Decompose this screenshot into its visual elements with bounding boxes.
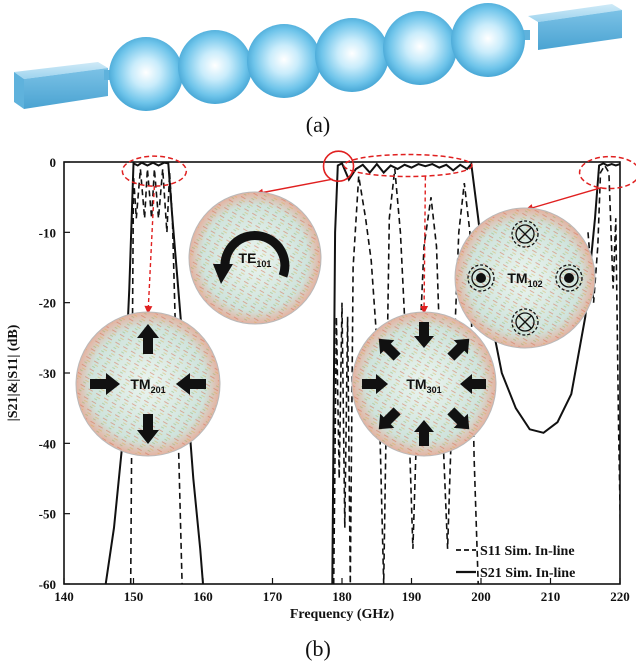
field-direction-arrow — [414, 420, 434, 446]
caption-b: (b) — [305, 636, 331, 661]
callout-arrowhead — [144, 305, 153, 314]
y-tick-label: -50 — [39, 507, 56, 522]
callout-arrow — [254, 178, 333, 195]
field-direction-arrow — [378, 338, 401, 361]
x-tick-label: 140 — [54, 589, 74, 604]
y-axis-label: |S21|&|S11| (dB) — [6, 324, 21, 421]
mode-label: TM102 — [507, 270, 542, 289]
mode-label: TE101 — [239, 250, 272, 269]
field-node-circle — [471, 268, 491, 288]
field-vectors — [190, 193, 320, 323]
field-direction-arrow — [137, 414, 159, 444]
field-direction-arrow — [137, 324, 159, 354]
field-direction-arrow — [176, 373, 206, 395]
x-tick-label: 190 — [402, 589, 422, 604]
x-tick-label: 220 — [610, 589, 630, 604]
passband-highlight-ellipse — [121, 155, 188, 187]
field-pattern-inset: TM102 — [454, 186, 602, 349]
s-parameter-chart: 140 150 160 170 180 190 200 210 220 0 -10 -20 -30 -40… — [6, 150, 636, 622]
field-into-page-cross — [518, 315, 532, 329]
x-tick-label: 200 — [471, 589, 491, 604]
legend-label: S21 Sim. In-line — [480, 566, 575, 581]
y-tick-label: -60 — [39, 577, 56, 592]
y-tick-label: -10 — [39, 225, 56, 240]
field-direction-arrow — [447, 338, 470, 361]
spurious-mode-circle — [322, 150, 355, 183]
x-tick-label: 210 — [541, 589, 561, 604]
passband-highlight-ellipse — [343, 153, 473, 178]
circulating-field-arrowhead — [213, 264, 233, 284]
y-tick-label: -20 — [39, 296, 56, 311]
field-out-of-page-dot — [476, 273, 486, 283]
x-tick-label: 170 — [263, 589, 283, 604]
x-tick-label: 180 — [332, 589, 352, 604]
callout-arrow — [524, 186, 602, 211]
x-tick-label: 160 — [193, 589, 213, 604]
mode-label: TM201 — [130, 376, 165, 395]
field-direction-arrow — [447, 407, 470, 430]
field-pattern-inset: TM201 — [75, 186, 221, 457]
y-tick-label: -30 — [39, 366, 56, 381]
field-node-circle — [515, 224, 535, 244]
legend-entry: S11 Sim. In-line — [456, 544, 575, 559]
field-out-of-page-dot — [564, 273, 574, 283]
callout-arrowhead — [420, 305, 429, 314]
caption-a: (a) — [305, 112, 331, 137]
field-direction-arrow — [90, 373, 120, 395]
field-node-circle — [559, 268, 579, 288]
mode-label: TM301 — [406, 376, 441, 395]
field-direction-arrow — [414, 322, 434, 348]
filter-3d-model — [14, 3, 622, 111]
circulating-field-arrow — [220, 231, 290, 278]
field-pattern-inset: TM301 — [351, 176, 497, 457]
field-node-ring — [511, 220, 539, 248]
y-tick-label: 0 — [50, 155, 57, 170]
field-into-page-cross — [518, 227, 532, 241]
right-waveguide — [528, 4, 622, 50]
field-direction-arrow — [460, 374, 486, 394]
callout-arrow — [423, 176, 427, 315]
legend-entry: S21 Sim. In-line — [456, 566, 575, 581]
y-tick-label: -40 — [39, 436, 56, 451]
spherical-cavities — [104, 3, 530, 111]
passband-highlight-ellipse — [578, 155, 636, 190]
field-node-ring — [467, 264, 495, 292]
legend-label: S11 Sim. In-line — [480, 544, 575, 559]
field-vectors — [456, 209, 594, 347]
field-node-ring — [555, 264, 583, 292]
field-direction-arrow — [378, 407, 401, 430]
left-waveguide — [14, 62, 108, 109]
field-node-circle — [515, 312, 535, 332]
x-axis-label: Frequency (GHz) — [290, 607, 395, 622]
callout-arrow — [147, 186, 156, 315]
field-node-ring — [511, 308, 539, 336]
field-vectors — [77, 313, 219, 455]
x-tick-label: 150 — [124, 589, 144, 604]
field-pattern-inset: TE101 — [188, 178, 333, 325]
field-direction-arrow — [362, 374, 388, 394]
